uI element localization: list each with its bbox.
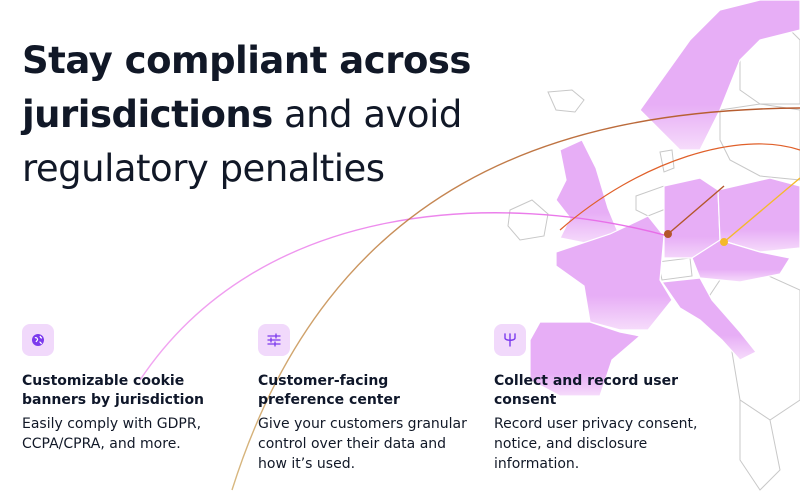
arc-pink [139,212,669,381]
map-pin-hungary [720,238,728,246]
feature-icon-badge [22,324,54,356]
feature-title: Customizable cookie banners by jurisdict… [22,373,205,408]
map-ireland [507,199,549,241]
headline-line3: regulatory penalties [22,147,385,190]
map-benelux [635,185,669,217]
feature-icon-badge [494,324,526,356]
page-headline: Stay compliant across jurisdictions and … [22,34,502,196]
headline-line2-bold: jurisdictions [22,93,273,136]
map-iceland [547,89,585,113]
feature-cookie-banners: Customizable cookie banners by jurisdict… [22,324,222,454]
map-denmark [659,149,675,173]
arc-gold [723,177,800,243]
map-baltics [719,103,800,181]
feature-description: Give your customers granular control ove… [258,416,467,472]
arc-rust [231,107,800,491]
sliders-icon [267,333,281,347]
map-italy [660,277,757,361]
headline-line1: Stay compliant across [22,39,471,82]
trident-icon [504,333,516,347]
arc-orange [559,143,800,231]
map-spain [529,321,642,397]
feature-icon-badge [258,324,290,356]
map-pin-germany [664,230,672,238]
feature-preference-center: Customer-facing preference center Give y… [258,324,473,474]
map-scandinavia [639,0,800,151]
feature-description: Record user privacy consent, notice, and… [494,416,698,472]
globe-icon [32,334,44,346]
feature-title: Collect and record user consent [494,373,678,408]
feature-consent-records: Collect and record user consent Record u… [494,324,704,474]
feature-title: Customer-facing preference center [258,373,400,408]
map-uk [555,139,619,245]
map-france [555,215,673,331]
map-greece [739,399,781,491]
feature-description: Easily comply with GDPR, CCPA/CPRA, and … [22,416,202,452]
headline-line2-rest: and avoid [272,93,462,136]
map-switzerland [657,257,693,281]
arc-rust-spur [667,185,725,235]
